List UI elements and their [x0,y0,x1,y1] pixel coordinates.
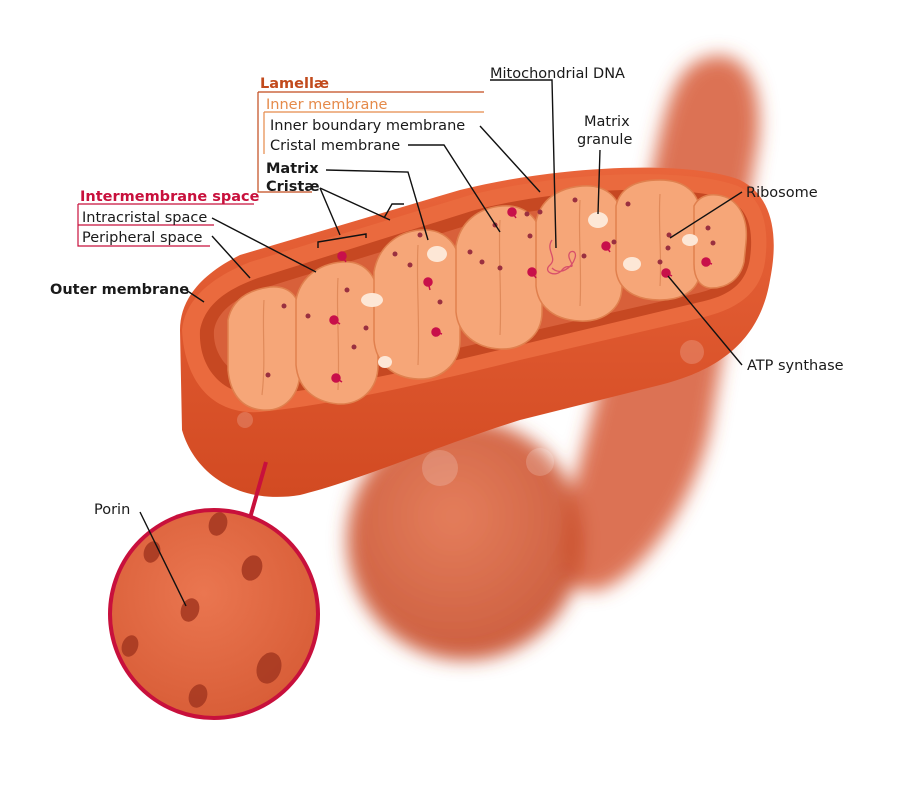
porin-magnifier [108,461,320,720]
label-outer-membrane: Outer membrane [50,282,189,298]
label-intermembrane-space: Intermembrane space [80,189,260,205]
labels: Lamellæ Inner membrane Inner boundary me… [50,66,844,518]
cristae [227,179,748,411]
label-porin: Porin [94,502,130,518]
label-matrix-granule-1: Matrix [584,114,630,130]
label-frames [77,91,484,247]
label-matrix: Matrix [266,161,319,177]
porin-circle [108,508,320,720]
label-peripheral-space: Peripheral space [82,230,203,246]
leader-lines [139,79,743,607]
label-cristae: Cristæ [266,179,320,195]
mitochondrion-body [180,167,774,497]
highlight-bubbles [237,340,704,486]
atp-synthases [329,207,713,383]
label-intracristal-space: Intracristal space [82,210,207,226]
label-matrix-granule-2: granule [577,132,632,148]
porin-pores [121,512,282,708]
label-mitochondrial-dna: Mitochondrial DNA [490,66,625,82]
label-cristal-membrane: Cristal membrane [270,138,400,154]
label-ribosome: Ribosome [746,185,818,201]
matrix-granules [361,212,698,368]
label-atp-synthase: ATP synthase [747,358,844,374]
label-inner-boundary-membrane: Inner boundary membrane [270,118,465,134]
label-inner-membrane: Inner membrane [266,97,388,113]
mitochondrial-dna [547,239,577,275]
ribosomes [265,197,716,378]
label-lamellae: Lamellæ [260,76,329,92]
